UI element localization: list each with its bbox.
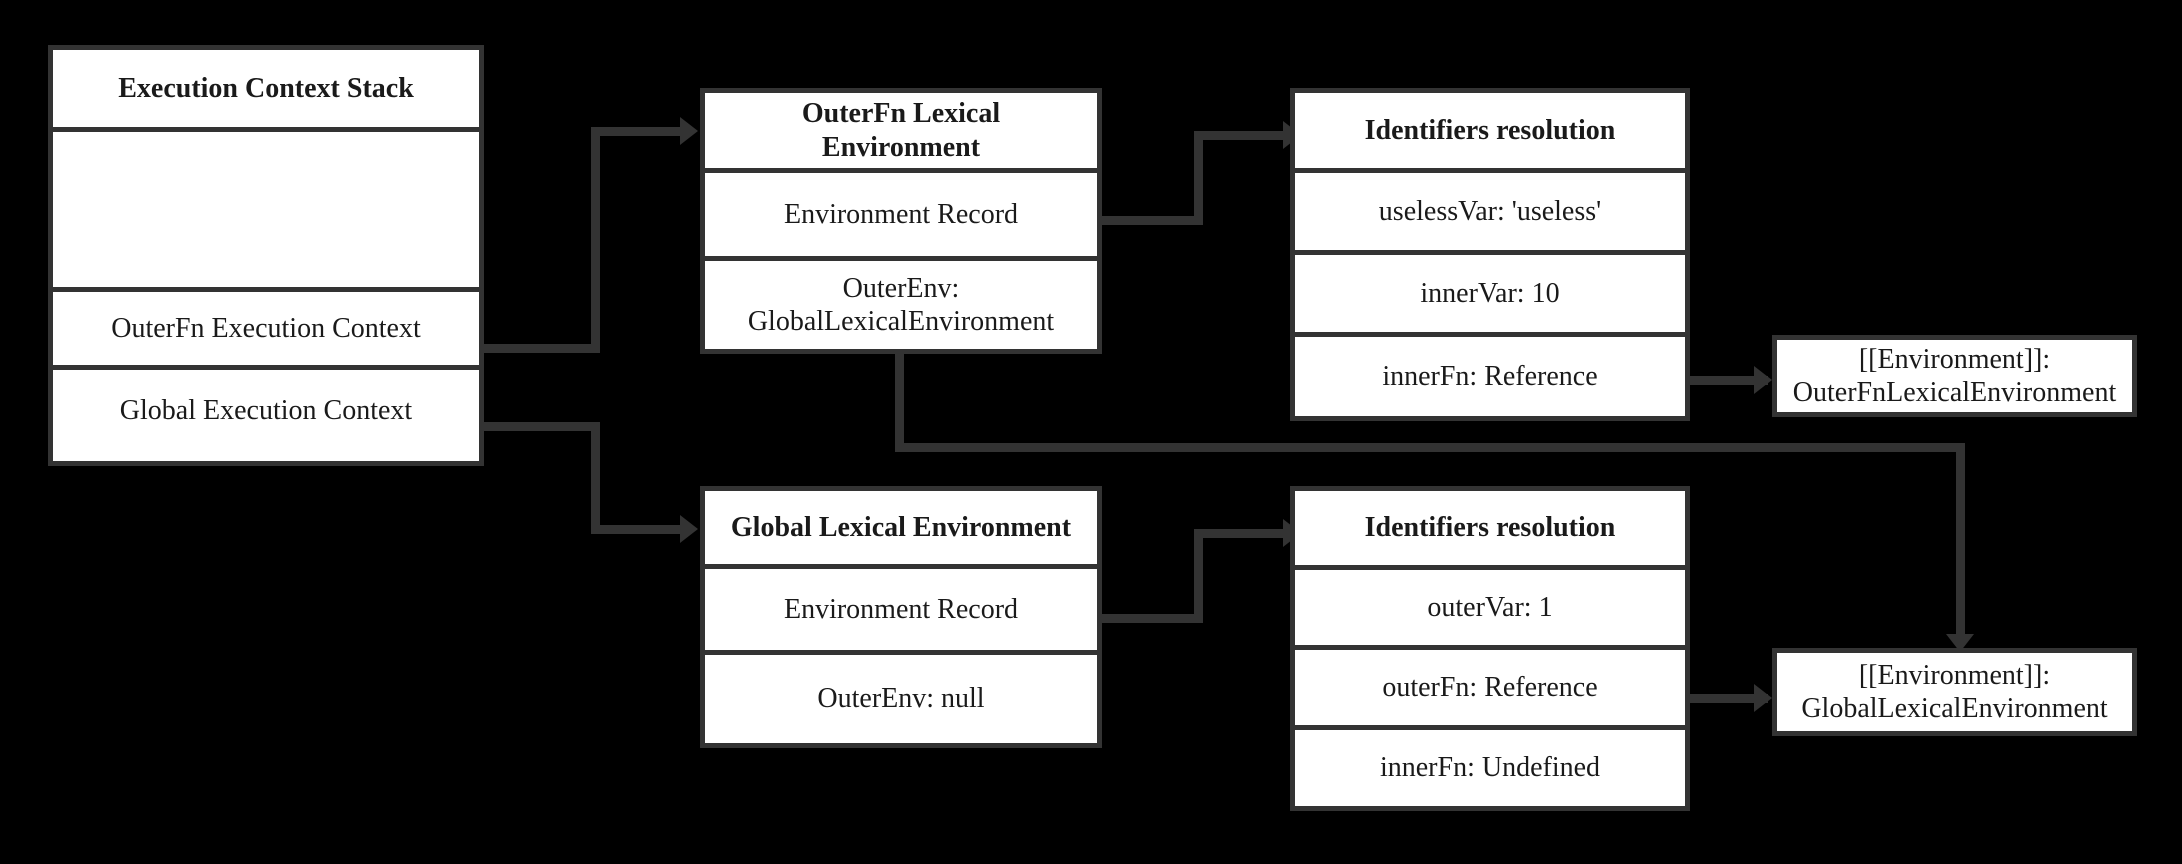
outerfn-identifiers-row-uselessvar[interactable]: uselessVar: 'useless' [1295, 173, 1685, 255]
connector-global-er-seg2 [1194, 529, 1203, 623]
execution-context-stack-box: Execution Context Stack OuterFn Executio… [48, 45, 484, 466]
connector-global-er-seg3 [1194, 529, 1286, 538]
connector-outerfn-er-seg2 [1194, 131, 1203, 225]
outerfn-identifiers-resolution-header: Identifiers resolution [1295, 93, 1685, 173]
connector-stack-outerfn-seg2 [591, 127, 600, 353]
connector-stack-global-seg2 [591, 422, 600, 533]
global-identifiers-row-outervar[interactable]: outerVar: 1 [1295, 570, 1685, 650]
connector-stack-outerfn-seg1 [484, 344, 600, 353]
outerfn-lexical-environment-row-environment-record[interactable]: Environment Record [705, 173, 1097, 261]
arrow-stack-to-outerfn-le [680, 117, 698, 145]
environment-global-box: [[Environment]]: GlobalLexicalEnvironmen… [1772, 648, 2137, 736]
outerfn-identifiers-row-innerfn[interactable]: innerFn: Reference [1295, 337, 1685, 416]
connector-global-er-seg1 [1098, 614, 1203, 623]
environment-outerfn-label[interactable]: [[Environment]]: OuterFnLexicalEnvironme… [1777, 340, 2132, 412]
connector-stack-outerfn-seg3 [591, 127, 682, 136]
arrow-innerfn-ref-to-env [1754, 366, 1772, 394]
connector-outerenv-seg3 [1956, 443, 1965, 641]
global-lexical-environment-row-environment-record[interactable]: Environment Record [705, 569, 1097, 655]
connector-outerenv-seg1 [895, 350, 904, 451]
connector-innerfn-ref-seg1 [1681, 376, 1768, 385]
connector-stack-global-seg3 [591, 525, 682, 534]
arrow-outerfn-ref-to-env [1754, 684, 1772, 712]
connector-stack-global-seg1 [484, 422, 600, 431]
execution-context-stack-header: Execution Context Stack [53, 50, 479, 132]
arrow-stack-to-global-le [680, 515, 698, 543]
global-lexical-environment-row-outerenv[interactable]: OuterEnv: null [705, 655, 1097, 743]
global-identifiers-row-innerfn[interactable]: innerFn: Undefined [1295, 730, 1685, 806]
connector-outerenv-seg2 [895, 443, 1965, 452]
global-identifiers-resolution-box: Identifiers resolution outerVar: 1 outer… [1290, 486, 1690, 811]
environment-global-label[interactable]: [[Environment]]: GlobalLexicalEnvironmen… [1777, 653, 2132, 731]
global-lexical-environment-header: Global Lexical Environment [705, 491, 1097, 569]
connector-outerfn-er-seg1 [1098, 216, 1203, 225]
connector-outerfn-er-seg3 [1194, 131, 1286, 140]
outerfn-identifiers-row-innervar[interactable]: innerVar: 10 [1295, 255, 1685, 337]
execution-context-stack-row-empty[interactable] [53, 132, 479, 292]
outerfn-identifiers-resolution-box: Identifiers resolution uselessVar: 'usel… [1290, 88, 1690, 421]
global-identifiers-resolution-header: Identifiers resolution [1295, 491, 1685, 570]
global-lexical-environment-box: Global Lexical Environment Environment R… [700, 486, 1102, 748]
environment-outerfn-box: [[Environment]]: OuterFnLexicalEnvironme… [1772, 335, 2137, 417]
global-identifiers-row-outerfn[interactable]: outerFn: Reference [1295, 650, 1685, 730]
outerfn-lexical-environment-row-outerenv[interactable]: OuterEnv: GlobalLexicalEnvironment [705, 261, 1097, 349]
execution-context-stack-row-global[interactable]: Global Execution Context [53, 370, 479, 451]
outerfn-lexical-environment-box: OuterFn Lexical Environment Environment … [700, 88, 1102, 354]
execution-context-stack-row-outerfn[interactable]: OuterFn Execution Context [53, 292, 479, 370]
arrow-outerenv-to-global-env [1946, 634, 1974, 652]
outerfn-lexical-environment-header: OuterFn Lexical Environment [705, 93, 1097, 173]
connector-outerfn-ref-seg1 [1681, 694, 1768, 703]
